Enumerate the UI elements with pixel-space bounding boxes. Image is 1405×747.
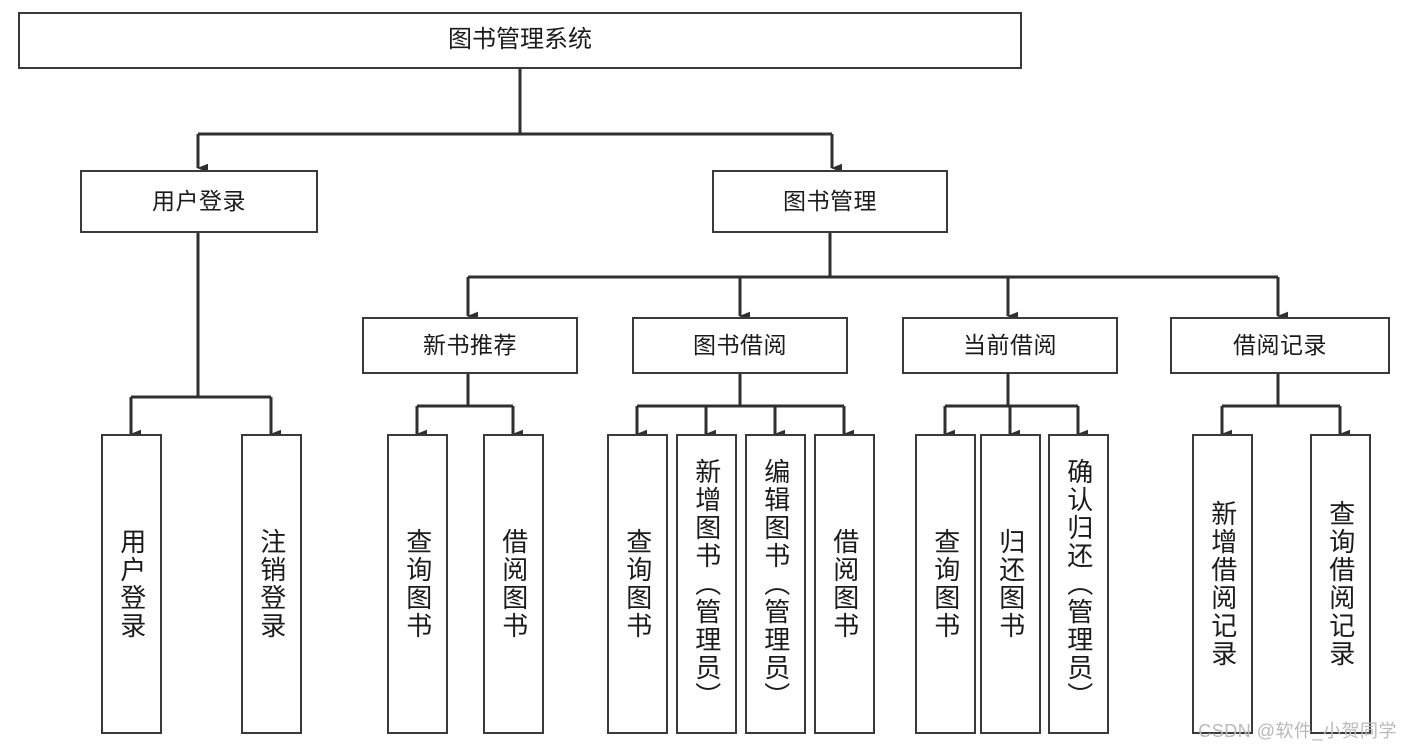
leaf-query-book-3-label: 查询图书 xyxy=(930,528,961,640)
leaf-user-login-label: 用户登录 xyxy=(116,528,147,640)
leaf-query-book-2-label: 查询图书 xyxy=(622,528,653,640)
leaf-query-book-2[interactable]: 查询图书 xyxy=(607,434,668,734)
leaf-borrow-book-1[interactable]: 借阅图书 xyxy=(483,434,544,734)
leaf-query-record[interactable]: 查询借阅记录 xyxy=(1310,434,1371,734)
leaf-add-record[interactable]: 新增借阅记录 xyxy=(1192,434,1253,734)
leaf-query-record-label: 查询借阅记录 xyxy=(1325,500,1356,668)
leaf-logout[interactable]: 注销登录 xyxy=(241,434,302,734)
leaf-query-book-1[interactable]: 查询图书 xyxy=(387,434,448,734)
leaf-logout-label: 注销登录 xyxy=(256,528,287,640)
node-new-book-rec[interactable]: 新书推荐 xyxy=(362,317,578,374)
node-borrow-record[interactable]: 借阅记录 xyxy=(1170,317,1390,374)
leaf-borrow-book-1-label: 借阅图书 xyxy=(498,528,529,640)
node-user-login[interactable]: 用户登录 xyxy=(80,170,318,233)
leaf-return-book-label: 归还图书 xyxy=(995,528,1026,640)
node-borrow-record-label: 借阅记录 xyxy=(1233,331,1327,358)
leaf-query-book-3[interactable]: 查询图书 xyxy=(915,434,976,734)
node-root[interactable]: 图书管理系统 xyxy=(18,12,1022,69)
leaf-user-login[interactable]: 用户登录 xyxy=(101,434,162,734)
leaf-edit-book[interactable]: 编辑图书（管理员） xyxy=(745,434,806,734)
node-book-manage-label: 图书管理 xyxy=(783,187,877,214)
node-book-borrow[interactable]: 图书借阅 xyxy=(632,317,848,374)
node-root-label: 图书管理系统 xyxy=(448,26,592,54)
leaf-confirm-return-label: 确认归还（管理员） xyxy=(1063,458,1094,710)
leaf-borrow-book-2[interactable]: 借阅图书 xyxy=(814,434,875,734)
leaf-add-book[interactable]: 新增图书（管理员） xyxy=(676,434,737,734)
node-new-book-rec-label: 新书推荐 xyxy=(423,331,517,358)
node-current-borrow[interactable]: 当前借阅 xyxy=(902,317,1118,374)
leaf-edit-book-label: 编辑图书（管理员） xyxy=(760,458,791,710)
leaf-add-record-label: 新增借阅记录 xyxy=(1207,500,1238,668)
leaf-return-book[interactable]: 归还图书 xyxy=(980,434,1041,734)
node-user-login-label: 用户登录 xyxy=(152,187,246,214)
node-book-manage[interactable]: 图书管理 xyxy=(712,170,948,233)
node-current-borrow-label: 当前借阅 xyxy=(963,331,1057,358)
leaf-query-book-1-label: 查询图书 xyxy=(402,528,433,640)
leaf-confirm-return[interactable]: 确认归还（管理员） xyxy=(1048,434,1109,734)
leaf-add-book-label: 新增图书（管理员） xyxy=(691,458,722,710)
leaf-borrow-book-2-label: 借阅图书 xyxy=(829,528,860,640)
node-book-borrow-label: 图书借阅 xyxy=(693,331,787,358)
watermark: CSDN @软件_小贺同学 xyxy=(1198,721,1397,741)
